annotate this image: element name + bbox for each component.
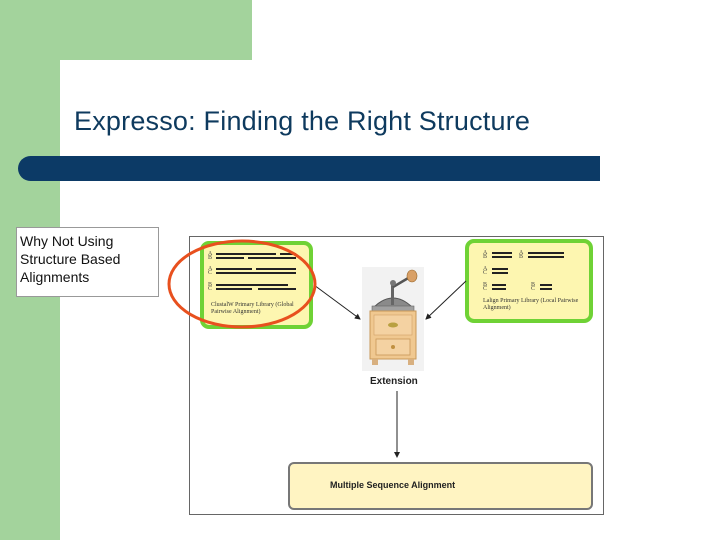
- seq-line: [216, 284, 288, 286]
- slide-title: Expresso: Finding the Right Structure: [74, 106, 531, 136]
- title-underline-bar: [18, 156, 600, 181]
- seq-line: [216, 272, 296, 274]
- seq-line: [492, 252, 512, 254]
- rounded-corner: [60, 60, 100, 100]
- seq-line: [492, 284, 506, 286]
- seq-letters: B C: [208, 282, 213, 292]
- seq-line: [492, 256, 512, 258]
- seq-line: [280, 253, 296, 255]
- seq-line: [492, 272, 508, 274]
- coffee-grinder-icon: [362, 267, 424, 371]
- msa-label: Multiple Sequence Alignment: [330, 480, 456, 490]
- seq-letters: A C: [208, 266, 213, 276]
- seq-line: [492, 268, 508, 270]
- extension-label: Extension: [370, 376, 418, 387]
- seq-line: [258, 288, 296, 290]
- seq-line: [540, 288, 552, 290]
- seq-line: [256, 268, 296, 270]
- seq-letters: B C: [531, 282, 536, 292]
- seq-line: [216, 268, 252, 270]
- seq-line: [528, 256, 564, 258]
- arrow-left-to-grinder: [313, 284, 361, 320]
- seq-letters: A B: [208, 251, 213, 261]
- diagram-arrows: [313, 280, 467, 458]
- seq-line: [248, 257, 296, 259]
- seq-line: [216, 257, 244, 259]
- seq-letters: B C: [483, 282, 488, 292]
- seq-line: [528, 252, 564, 254]
- lalign-caption: Lalign Primary Library (Local Pairwise A…: [483, 298, 579, 311]
- seq-letters: A B: [483, 250, 488, 260]
- red-highlight-ellipse: [167, 239, 317, 329]
- seq-line: [216, 288, 252, 290]
- lalign-library-box: A B A B A C B C B C Lalign Primary Libra…: [465, 239, 593, 323]
- seq-letters: A B: [519, 250, 524, 260]
- seq-line: [492, 288, 506, 290]
- arrow-right-to-grinder: [425, 280, 467, 320]
- seq-line: [540, 284, 552, 286]
- seq-line: [216, 253, 276, 255]
- msa-box: Multiple Sequence Alignment: [288, 462, 593, 510]
- clustalw-caption: ClustalW Primary Library (Global Pairwis…: [211, 302, 294, 315]
- top-green-block: [60, 0, 252, 60]
- side-note-box: Why Not Using Structure Based Alignments: [16, 227, 159, 297]
- seq-letters: A C: [483, 266, 488, 276]
